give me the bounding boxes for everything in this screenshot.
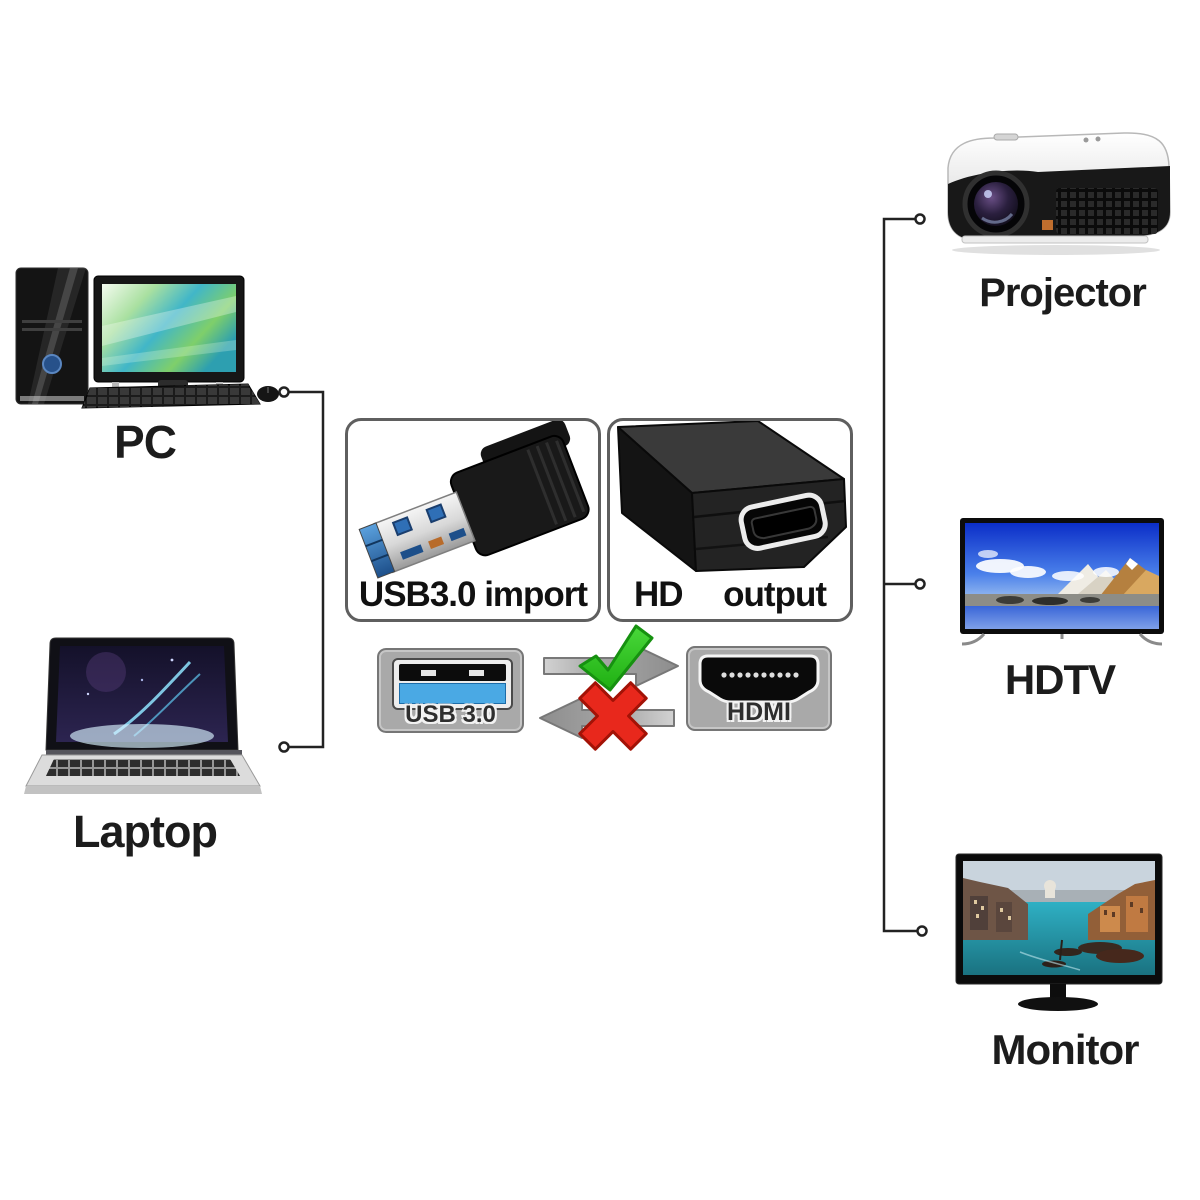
hdtv-label: HDTV (1004, 656, 1116, 703)
hd-output-panel: HD output (607, 418, 853, 622)
hd-output-caption-word: output (723, 575, 827, 614)
usb-port-plate: USB 3.0 (377, 648, 524, 733)
connector-node (278, 741, 290, 753)
usb-port-label: USB 3.0 (405, 701, 496, 728)
projector-illustration (947, 132, 1171, 255)
left-bracket-line (284, 390, 325, 749)
monitor-base (1018, 997, 1098, 1011)
compatibility-arrows (539, 624, 679, 751)
pc-mouse (257, 386, 279, 402)
connector-node (914, 213, 926, 225)
usb-import-caption: USB3.0 import (358, 575, 588, 614)
hdmi-port (738, 492, 828, 551)
check-icon (578, 624, 654, 692)
projector-label: Projector (979, 271, 1147, 315)
monitor-illustration (955, 853, 1163, 1011)
usb-import-panel: USB3.0 import (345, 418, 601, 622)
laptop-illustration (24, 637, 262, 794)
usb3-port-icon (392, 658, 513, 710)
pc-label: PC (114, 416, 177, 468)
cross-icon (578, 681, 648, 751)
hdmi-port-plate: HDMI (686, 646, 832, 731)
hdtv-screen (965, 523, 1159, 629)
right-bracket-line (882, 217, 922, 933)
connector-node (916, 925, 928, 937)
hdmi-port-icon (698, 654, 820, 704)
hdtv-illustration (960, 518, 1164, 646)
laptop-label: Laptop (73, 806, 218, 857)
hd-output-caption-hd: HD (634, 575, 684, 614)
monitor-label: Monitor (991, 1026, 1140, 1073)
usb-plug-illustration (358, 421, 590, 579)
pc-illustration (15, 267, 279, 409)
hdmi-port-label: HDMI (727, 698, 791, 726)
pc-tower (15, 267, 89, 405)
hdmi-adapter-illustration (617, 421, 847, 572)
monitor-stand (1050, 984, 1066, 1001)
connector-node (278, 386, 290, 398)
monitor-screen (963, 861, 1155, 975)
connector-node (914, 578, 926, 590)
hd-output-caption: HD output (610, 575, 850, 615)
